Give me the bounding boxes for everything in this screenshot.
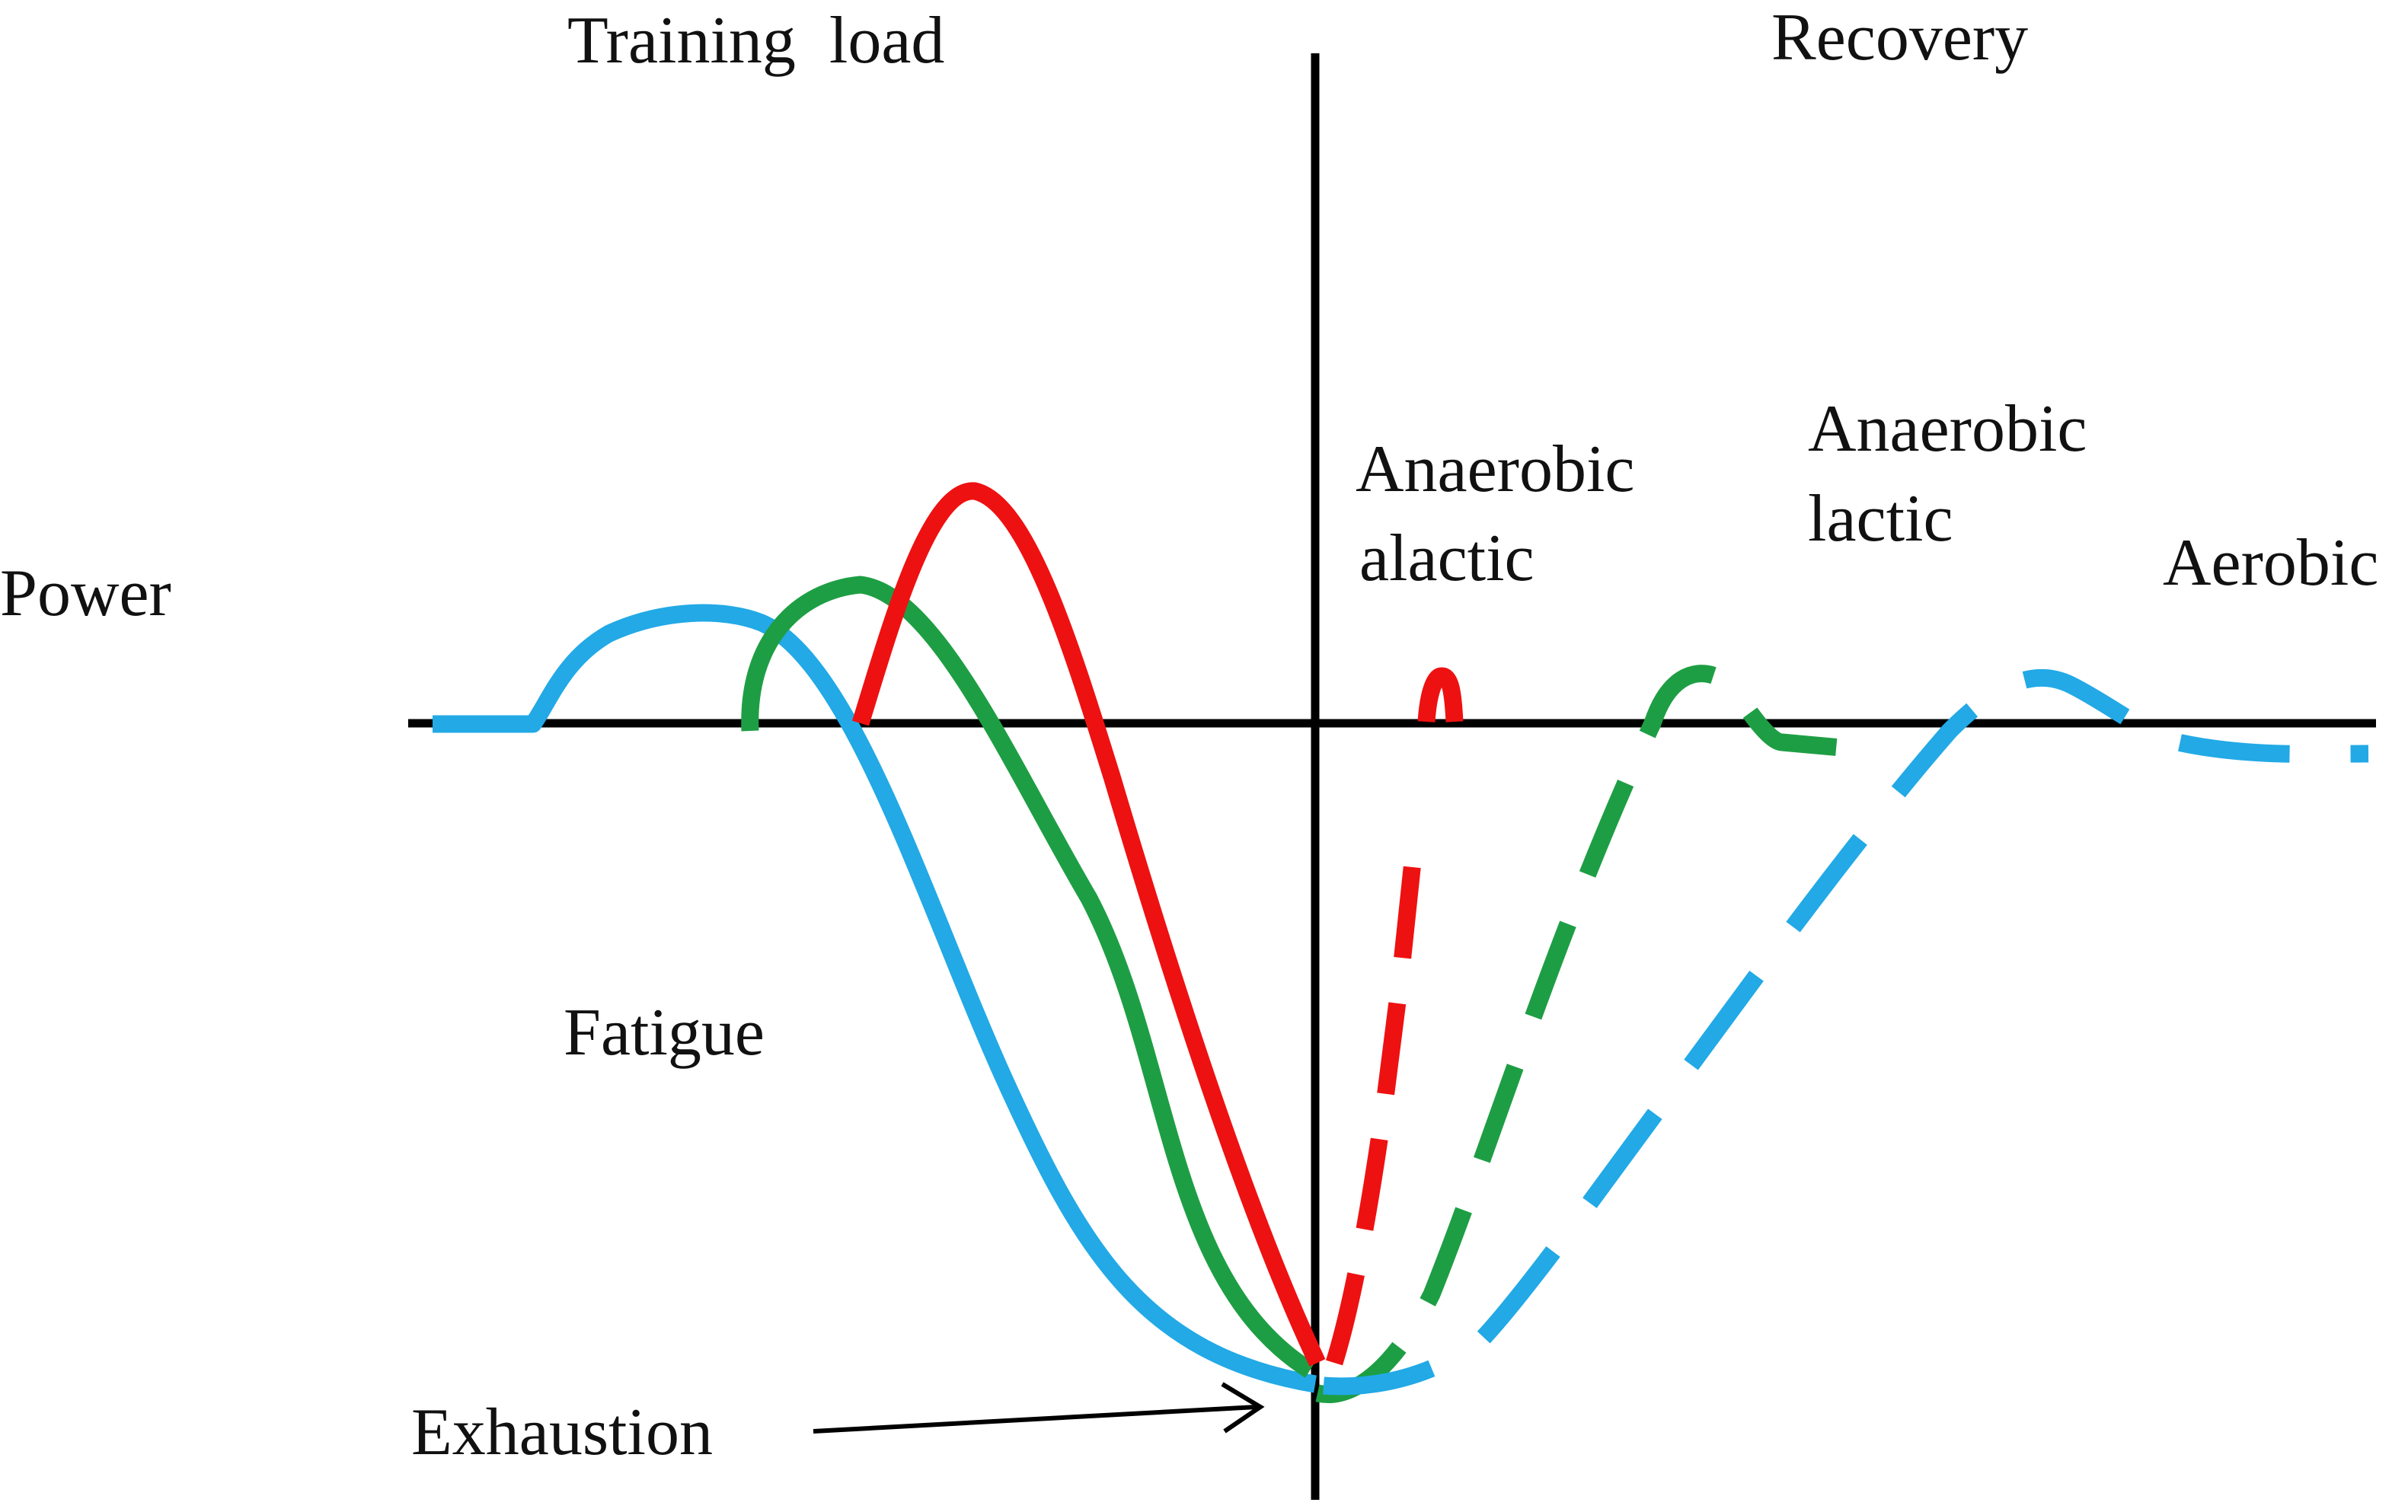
exhaustion-arrow: [813, 1405, 1257, 1434]
aerobic-label: Aerobic: [2163, 526, 2378, 600]
power-label: Power: [0, 557, 171, 630]
lactic-training-curve: [741, 576, 1315, 1378]
anaerobic-lactic-label-line1: Anaerobic: [1808, 392, 2087, 466]
training-load-label: Training load: [567, 4, 944, 78]
alactic-recovery-peak: [1417, 667, 1464, 723]
exhaustion-label: Exhaustion: [411, 1396, 713, 1469]
recovery-label: Recovery: [1771, 1, 2028, 75]
anaerobic-lactic-label-line2: lactic: [1808, 482, 1953, 556]
anaerobic-alactic-label-line1: Anaerobic: [1356, 432, 1634, 506]
aerobic-recovery-curve: [1323, 668, 2369, 1396]
anaerobic-alactic-label-line2: alactic: [1359, 522, 1535, 595]
aerobic-training-curve: [433, 604, 1317, 1393]
fatigue-label: Fatigue: [564, 996, 765, 1070]
alactic-training-curve: [852, 482, 1326, 1367]
alactic-recovery-curve: [1326, 821, 1426, 1366]
exhaustion-arrowhead: [1221, 1382, 1265, 1434]
